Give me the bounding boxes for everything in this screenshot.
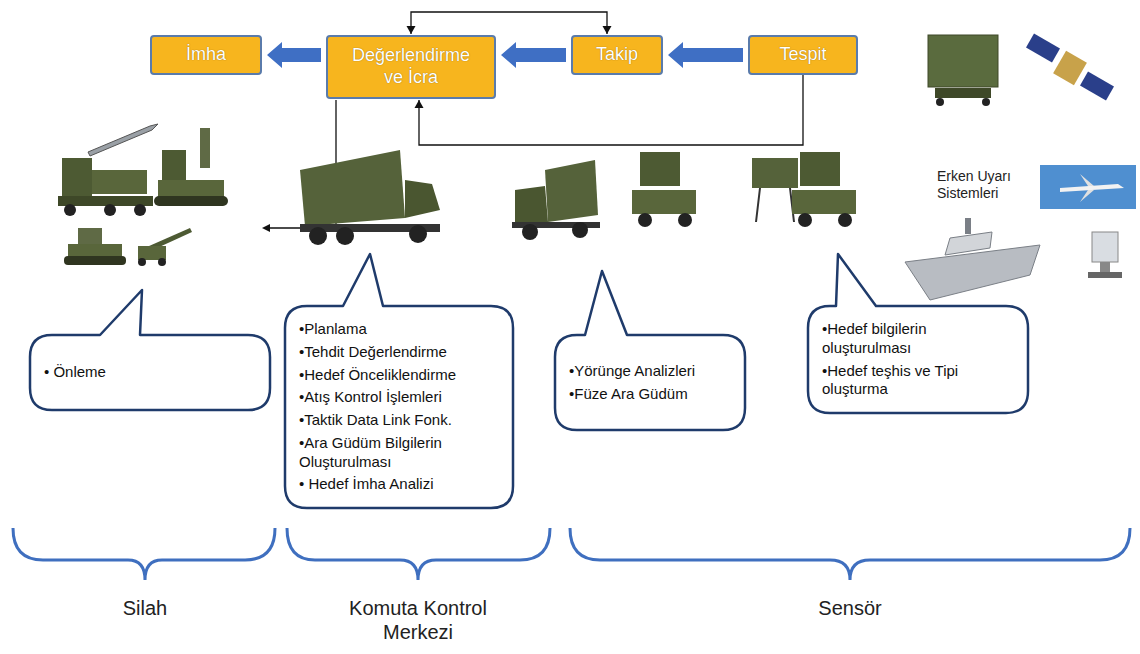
bullet-item: •Hedef Önceliklendirme bbox=[299, 366, 501, 385]
section-label: Silah bbox=[65, 596, 225, 620]
block-arrow bbox=[267, 42, 321, 68]
bracket bbox=[13, 528, 275, 580]
callout-shape bbox=[30, 290, 270, 410]
bullet-item: • Hedef İmha Analizi bbox=[299, 475, 501, 494]
section-label: Komuta Kontrol Merkezi bbox=[318, 596, 518, 644]
radar-truck bbox=[512, 160, 600, 240]
box-label: Değerlendirme ve İcra bbox=[346, 45, 476, 88]
bullet-item: •Ara Güdüm Bilgilerin Oluşturulması bbox=[299, 434, 501, 472]
process-box: Değerlendirme ve İcra bbox=[326, 35, 496, 99]
bracket bbox=[287, 528, 550, 580]
launcher-truck bbox=[58, 158, 153, 216]
arrowhead bbox=[262, 224, 270, 232]
callout-shape bbox=[285, 254, 513, 508]
arrowhead bbox=[603, 26, 612, 34]
callout-outline bbox=[555, 335, 745, 430]
callout-shape bbox=[808, 254, 1028, 413]
ship bbox=[905, 218, 1040, 300]
box-label: İmha bbox=[186, 44, 226, 66]
ground-radar bbox=[1088, 232, 1122, 278]
callout-bubble: •Yörünge Analizleri •Füze Ara Güdüm bbox=[555, 335, 745, 430]
section-label: Sensör bbox=[770, 596, 930, 620]
callout-bubble: •Hedef bilgilerin oluşturulması •Hedef te… bbox=[808, 306, 1028, 413]
process-box: Tespit bbox=[748, 35, 858, 75]
aircraft-photo bbox=[1040, 165, 1136, 209]
loop-line bbox=[411, 12, 607, 34]
callout-bubble: •Planlama •Tehdit Değerlendirme •Hedef Önc… bbox=[285, 306, 513, 508]
bullet-item: •Tehdit Değerlendirme bbox=[299, 343, 501, 362]
arrowhead bbox=[407, 26, 416, 34]
process-box: Takip bbox=[571, 35, 663, 75]
missile bbox=[88, 124, 158, 156]
bullet-item: •Füze Ara Güdüm bbox=[569, 385, 733, 404]
feedback-line bbox=[407, 12, 612, 34]
radar-jeep bbox=[632, 152, 696, 227]
panel-radar bbox=[752, 158, 798, 222]
tracked-vehicle bbox=[64, 228, 126, 265]
process-box: İmha bbox=[150, 35, 262, 75]
block-arrow bbox=[501, 42, 566, 68]
bullet-item: •Yörünge Analizleri bbox=[569, 362, 733, 381]
command-truck bbox=[300, 150, 440, 245]
callout-shape bbox=[555, 271, 745, 430]
arrowhead bbox=[415, 100, 424, 108]
group-label: Erken Uyarı Sistemleri bbox=[937, 168, 1033, 202]
block-arrow bbox=[668, 42, 743, 68]
radar-jeep bbox=[792, 152, 856, 227]
bracket bbox=[570, 528, 1130, 580]
bullet-item: •Atış Kontrol İşlemleri bbox=[299, 388, 501, 407]
flow-arrow bbox=[501, 42, 566, 68]
box-label: Takip bbox=[596, 44, 638, 66]
box-label: Tespit bbox=[779, 44, 826, 66]
bullet-item: • Önleme bbox=[44, 363, 258, 382]
satellite bbox=[1026, 34, 1114, 101]
bullet-item: •Hedef bilgilerin oluşturulması bbox=[822, 320, 1016, 358]
bullet-item: •Planlama bbox=[299, 320, 501, 339]
tracked-launcher bbox=[154, 128, 228, 206]
gun bbox=[138, 228, 192, 266]
early-warning-radar bbox=[928, 35, 998, 106]
bullet-item: •Hedef teşhis ve Tipi oluşturma bbox=[822, 362, 1016, 400]
callout-bubble: • Önleme bbox=[30, 335, 270, 410]
flow-arrow bbox=[267, 42, 321, 68]
bullet-item: •Taktik Data Link Fonk. bbox=[299, 411, 501, 430]
flow-arrow bbox=[668, 42, 743, 68]
